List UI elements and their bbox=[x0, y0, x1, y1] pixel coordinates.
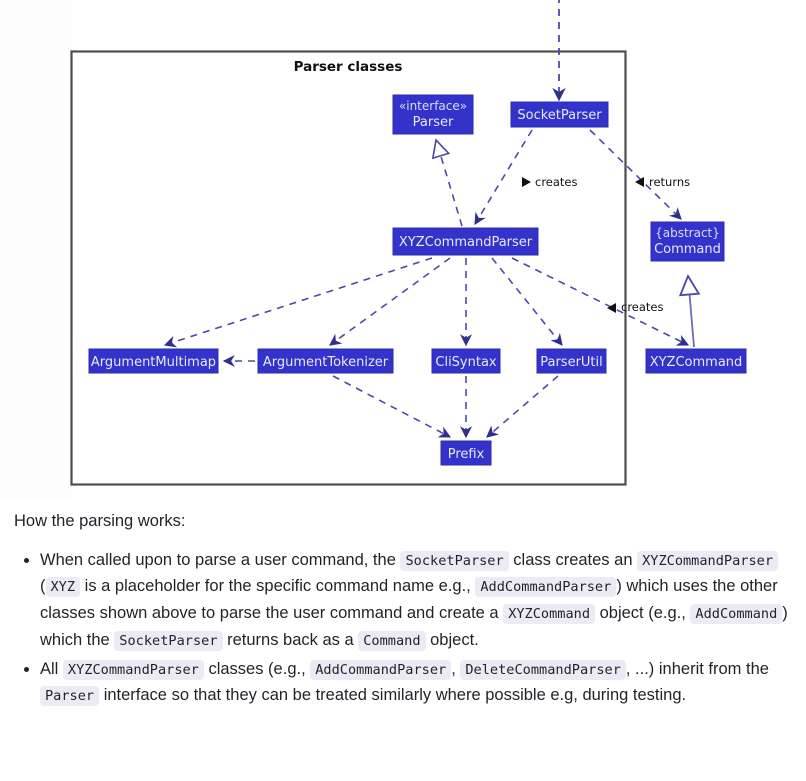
class-name: XYZCommandParser bbox=[399, 235, 533, 250]
inline-code: AddCommandParser bbox=[310, 659, 452, 680]
class-box[interactable] bbox=[88, 348, 219, 374]
class-name: XYZCommand bbox=[650, 355, 743, 370]
edge-xyzcommand-extends-command bbox=[688, 276, 694, 348]
inline-code: AddCommand bbox=[690, 604, 783, 625]
class-node-argumentmultimap[interactable]: ArgumentMultimap bbox=[88, 348, 219, 374]
inline-code: XYZCommandParser bbox=[62, 659, 204, 680]
edge-label-text: returns bbox=[649, 175, 690, 189]
class-node-argumenttokenizer[interactable]: ArgumentTokenizer bbox=[257, 348, 394, 374]
class-name: ArgumentTokenizer bbox=[263, 355, 389, 370]
edge-xyzcommandparser-to-argumenttokenizer bbox=[329, 257, 451, 346]
inline-code: DeleteCommandParser bbox=[460, 659, 626, 680]
class-node-prefix[interactable]: Prefix bbox=[440, 440, 492, 466]
edge-xyzcommandparser-realizes-parser bbox=[436, 140, 463, 227]
edge-label-text: creates bbox=[535, 175, 578, 189]
class-node-xyzcommandparser[interactable]: XYZCommandParser bbox=[392, 227, 539, 256]
uml-class-diagram: Parser classes bbox=[70, 0, 747, 486]
edge-argumenttokenizer-to-prefix bbox=[332, 375, 452, 438]
edge-label-text: creates bbox=[621, 300, 664, 314]
inline-code: XYZ bbox=[45, 577, 81, 598]
class-node-xyzcommand[interactable]: XYZCommand bbox=[645, 348, 747, 374]
inline-code: SocketParser bbox=[114, 630, 223, 651]
explanation-list: When called upon to parse a user command… bbox=[14, 547, 798, 709]
class-name: CliSyntax bbox=[435, 355, 497, 370]
edge-xyzcommandparser-creates-xyzcommand bbox=[511, 257, 690, 346]
class-box[interactable] bbox=[431, 348, 501, 374]
uml-svg-canvas: Parser classes bbox=[70, 0, 747, 486]
inline-code: SocketParser bbox=[400, 550, 509, 571]
class-box[interactable] bbox=[536, 348, 607, 374]
inline-code: Parser bbox=[40, 686, 100, 707]
section-lead: How the parsing works: bbox=[14, 512, 186, 530]
edge-socketparser-creates-xyzcommandparser bbox=[474, 129, 533, 226]
inline-code: XYZCommand bbox=[503, 604, 596, 625]
edge-label-returns-command: returns bbox=[635, 175, 690, 189]
class-name: SocketParser bbox=[517, 108, 602, 123]
class-name: ArgumentMultimap bbox=[91, 355, 216, 370]
class-name: Command bbox=[654, 242, 721, 257]
inline-code: Command bbox=[358, 630, 426, 651]
edge-xyzcommandparser-to-argumentmultimap bbox=[163, 257, 433, 348]
class-box[interactable] bbox=[257, 348, 394, 374]
frame-title: Parser classes bbox=[294, 59, 403, 75]
class-node-parser[interactable]: «interface» Parser bbox=[392, 94, 474, 135]
class-name: Prefix bbox=[448, 447, 485, 462]
inline-code: AddCommandParser bbox=[475, 577, 617, 598]
class-node-command[interactable]: {abstract} Command bbox=[650, 221, 725, 262]
edge-label-creates-xyzcommandparser: creates bbox=[522, 175, 578, 189]
edge-socketparser-returns-command bbox=[589, 129, 682, 220]
class-box[interactable] bbox=[510, 101, 609, 128]
class-name: ParserUtil bbox=[540, 355, 603, 370]
class-box[interactable] bbox=[392, 94, 474, 135]
class-node-parserutil[interactable]: ParserUtil bbox=[536, 348, 607, 374]
class-stereotype: {abstract} bbox=[655, 226, 720, 240]
class-box[interactable] bbox=[392, 227, 539, 256]
class-name: Parser bbox=[413, 115, 454, 130]
class-box[interactable] bbox=[645, 348, 747, 374]
edge-parserutil-to-prefix bbox=[486, 375, 559, 438]
edge-xyzcommandparser-to-parserutil bbox=[491, 257, 563, 346]
list-item: All XYZCommandParser classes (e.g., AddC… bbox=[40, 656, 798, 709]
explanation-section: How the parsing works: When called upon … bbox=[0, 500, 806, 711]
edge-label-creates-xyzcommand: creates bbox=[607, 300, 664, 314]
list-item: When called upon to parse a user command… bbox=[40, 547, 798, 654]
class-node-clisyntax[interactable]: CliSyntax bbox=[431, 348, 501, 374]
inline-code: XYZCommandParser bbox=[637, 550, 779, 571]
class-box[interactable] bbox=[650, 221, 725, 262]
class-box[interactable] bbox=[440, 440, 492, 466]
class-node-socketparser[interactable]: SocketParser bbox=[510, 101, 609, 128]
class-stereotype: «interface» bbox=[399, 99, 467, 113]
